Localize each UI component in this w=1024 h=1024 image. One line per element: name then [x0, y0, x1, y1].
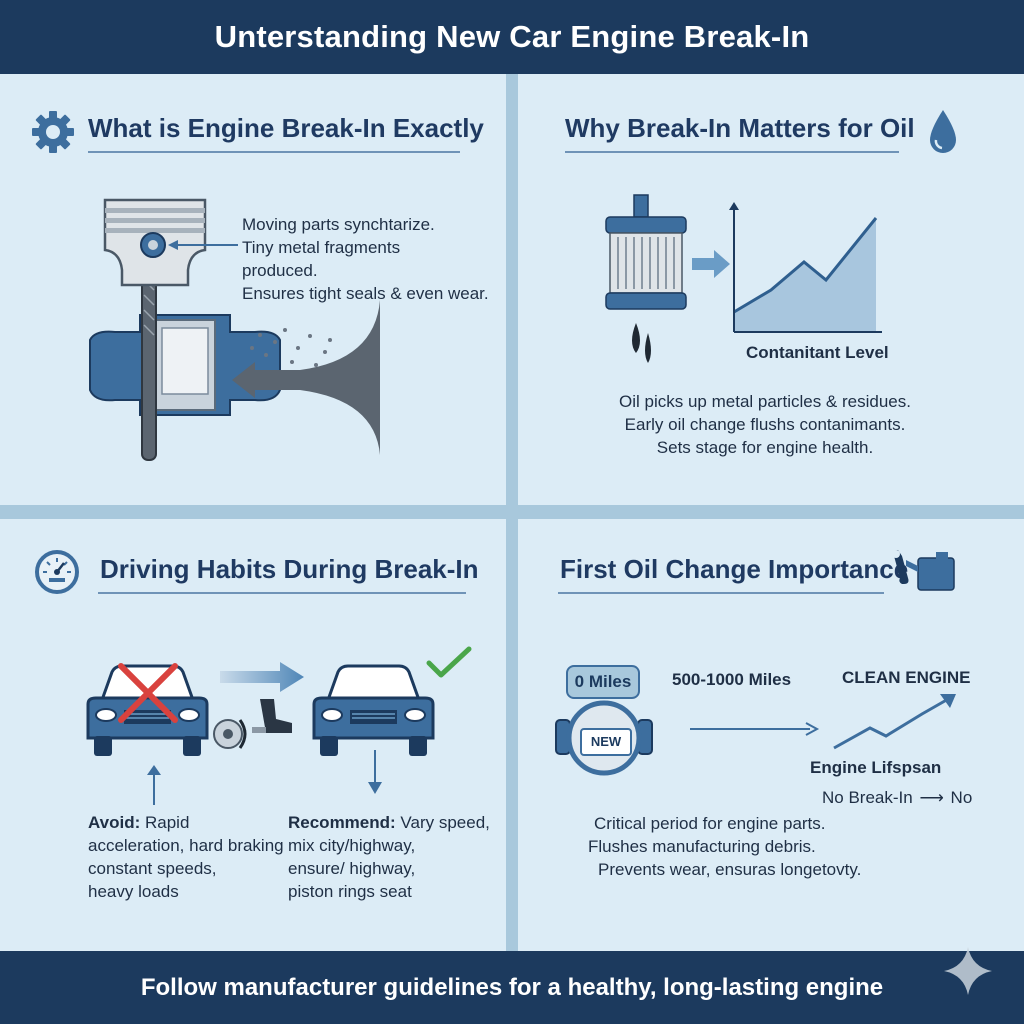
- text-line: Oil picks up metal particles & residues.: [619, 392, 911, 411]
- new-badge: NEW: [580, 728, 632, 756]
- chart-label: Contanitant Level: [746, 343, 889, 362]
- sparkle-icon: [944, 947, 992, 995]
- piston-icon: [89, 198, 380, 461]
- heading-underline: [98, 592, 466, 594]
- text-line: Vary speed,: [400, 813, 490, 832]
- text-line: Critical period for engine parts.: [594, 814, 826, 833]
- text-line: Rapid: [145, 813, 190, 832]
- avoid-label: Avoid:: [88, 813, 141, 832]
- text-line: Moving parts synchtarize.: [242, 215, 435, 234]
- panel-heading: First Oil Change Importance: [560, 554, 909, 584]
- oil-filter-icon: [605, 194, 687, 363]
- text-line: piston rings seat: [288, 882, 412, 901]
- text-line: ensure/ highway,: [288, 859, 416, 878]
- clean-engine-label: CLEAN ENGINE: [842, 668, 971, 687]
- text-line: mix city/highway,: [288, 836, 416, 855]
- pedal-foot-icon: [252, 699, 292, 733]
- up-arrow-icon: [147, 765, 161, 805]
- horizontal-divider: [0, 505, 1024, 519]
- zero-miles-badge: 0 Miles: [566, 665, 640, 699]
- no-breakin-label: No Break-In: [822, 788, 913, 807]
- avoid-text: Avoid: Rapid acceleration, hard braking …: [88, 811, 284, 903]
- text-line: Prevents wear, ensuras longetovty.: [598, 860, 862, 879]
- text-line: heavy loads: [88, 882, 179, 901]
- text-line: produced.: [242, 261, 318, 280]
- panel-heading: Why Break-In Matters for Oil: [565, 113, 915, 143]
- recommend-text: Recommend: Vary speed, mix city/highway,…: [288, 811, 490, 903]
- red-x-icon: [118, 663, 178, 723]
- oil-drop-icon: [930, 110, 956, 153]
- footer-bar: Follow manufacturer guidelines for a hea…: [0, 951, 1024, 1024]
- heading-underline: [565, 151, 899, 153]
- right-arrow-icon: ⟶: [919, 788, 944, 807]
- text-line: acceleration, hard braking: [88, 836, 284, 855]
- text-line: Flushes manufacturing debris.: [588, 837, 816, 856]
- header-bar: Unterstanding New Car Engine Break-In: [0, 0, 1024, 74]
- description-text: Moving parts synchtarize. Tiny metal fra…: [242, 213, 489, 305]
- brake-disc-icon: [213, 719, 247, 749]
- speedometer-icon: [35, 550, 79, 594]
- zero-miles-label: 0 Miles: [574, 672, 632, 691]
- text-line: constant speeds,: [88, 859, 217, 878]
- recommend-label: Recommend:: [288, 813, 396, 832]
- new-label: NEW: [590, 734, 622, 749]
- no-label: No: [950, 788, 973, 807]
- car-icon: [312, 664, 435, 756]
- description-text: Oil picks up metal particles & residues.…: [560, 390, 970, 459]
- down-arrow-icon: [368, 750, 382, 794]
- lifespan-label: Engine Lifspsan: [810, 758, 942, 777]
- contaminant-chart: [729, 202, 882, 333]
- heading-underline: [558, 592, 884, 594]
- gear-icon: [32, 111, 74, 153]
- panel-heading: Driving Habits During Break-In: [100, 554, 479, 584]
- no-breakin-row: No Break-In ⟶ No: [822, 786, 972, 809]
- trend-line-icon: [833, 694, 956, 750]
- check-icon: [426, 646, 472, 678]
- arrow-icon: [220, 662, 304, 692]
- panel-heading: What is Engine Break-In Exactly: [88, 113, 484, 143]
- arrow-icon: [692, 250, 730, 278]
- text-line: Ensures tight seals & even wear.: [242, 284, 489, 303]
- text-line: Early oil change flushs contanimants.: [624, 415, 906, 434]
- miles-range-label: 500-1000 Miles: [672, 670, 792, 689]
- wrench-oil-can-icon: [892, 550, 955, 591]
- description-text: Critical period for engine parts. Flushe…: [588, 812, 861, 881]
- text-line: Tiny metal fragments: [242, 238, 401, 257]
- page-title: Unterstanding New Car Engine Break-In: [214, 19, 810, 54]
- text-line: Sets stage for engine health.: [656, 438, 874, 457]
- heading-underline: [88, 151, 460, 153]
- footer-text: Follow manufacturer guidelines for a hea…: [140, 973, 884, 1001]
- arrow-icon: [690, 722, 820, 736]
